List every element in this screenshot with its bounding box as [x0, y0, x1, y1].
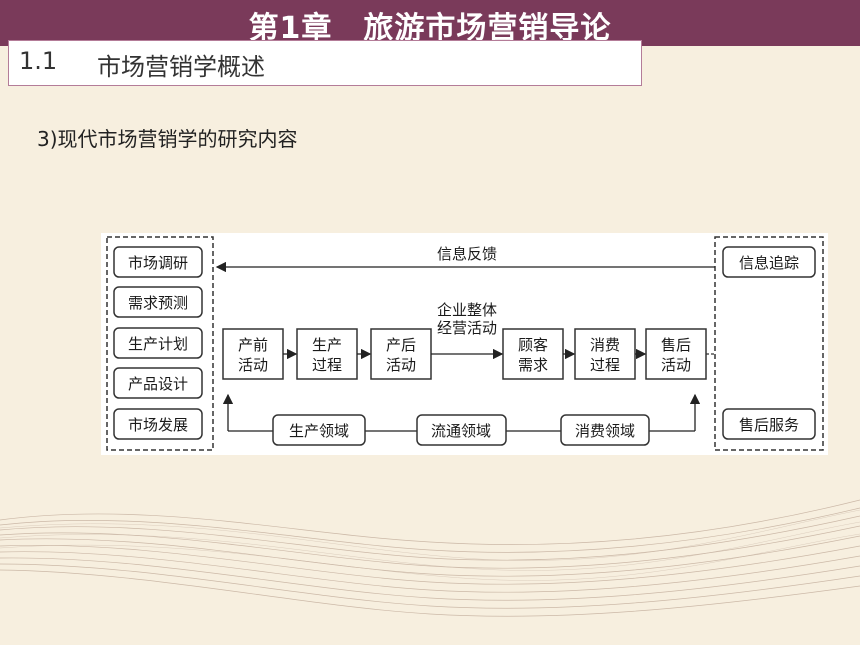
- left-item: 市场发展: [113, 408, 203, 440]
- svg-text:消费: 消费: [590, 336, 620, 354]
- left-item: 市场调研: [113, 246, 203, 278]
- left-item: 生产计划: [113, 327, 203, 359]
- section-title: 市场营销学概述: [97, 53, 265, 81]
- svg-text:活动: 活动: [238, 356, 268, 374]
- svg-text:生产计划: 生产计划: [128, 335, 188, 353]
- svg-text:需求预测: 需求预测: [128, 294, 188, 312]
- center-label: 企业整体: [437, 301, 497, 319]
- svg-text:活动: 活动: [386, 356, 416, 374]
- slide-subtitle: 3)现代市场营销学的研究内容: [37, 127, 298, 151]
- svg-text:活动: 活动: [661, 356, 691, 374]
- svg-text:需求: 需求: [518, 356, 548, 374]
- svg-text:产品设计: 产品设计: [128, 375, 188, 393]
- svg-text:市场调研: 市场调研: [128, 254, 188, 272]
- process-box: 生产 过程: [296, 328, 358, 380]
- process-box: 顾客 需求: [502, 328, 564, 380]
- section-heading: 1.1 市场营销学概述: [8, 40, 642, 86]
- title-bar: 第1章 旅游市场营销导论: [0, 0, 860, 46]
- svg-text:过程: 过程: [590, 356, 620, 374]
- svg-text:顾客: 顾客: [518, 336, 548, 354]
- domain-box: 流通领域: [416, 414, 507, 446]
- left-item: 产品设计: [113, 367, 203, 399]
- info-tracking-box: 信息追踪: [722, 246, 816, 278]
- domain-box: 生产领域: [272, 414, 366, 446]
- process-box: 产后 活动: [370, 328, 432, 380]
- svg-text:消费领域: 消费领域: [575, 422, 635, 440]
- process-box: 消费 过程: [574, 328, 636, 380]
- section-number: 1.1: [19, 47, 58, 75]
- left-dashed-group: [106, 236, 214, 451]
- marketing-diagram: 市场调研 需求预测 生产计划 产品设计 市场发展 信息追踪 售后服务 信: [101, 233, 828, 455]
- decorative-wave: [0, 499, 860, 617]
- process-box: 产前 活动: [222, 328, 284, 380]
- center-label: 经营活动: [437, 319, 497, 337]
- left-item: 需求预测: [113, 286, 203, 318]
- svg-text:产后: 产后: [386, 336, 416, 354]
- svg-text:信息追踪: 信息追踪: [739, 254, 799, 272]
- process-box: 售后 活动: [645, 328, 707, 380]
- svg-text:售后: 售后: [661, 336, 691, 354]
- feedback-label: 信息反馈: [437, 245, 497, 263]
- svg-text:过程: 过程: [312, 356, 342, 374]
- svg-text:产前: 产前: [238, 336, 268, 354]
- svg-text:生产: 生产: [312, 336, 342, 354]
- svg-text:售后服务: 售后服务: [739, 416, 799, 434]
- svg-text:流通领域: 流通领域: [431, 422, 491, 440]
- svg-text:市场发展: 市场发展: [128, 416, 188, 434]
- domain-box: 消费领域: [560, 414, 650, 446]
- svg-text:生产领域: 生产领域: [289, 422, 349, 440]
- after-sales-service-box: 售后服务: [722, 408, 816, 440]
